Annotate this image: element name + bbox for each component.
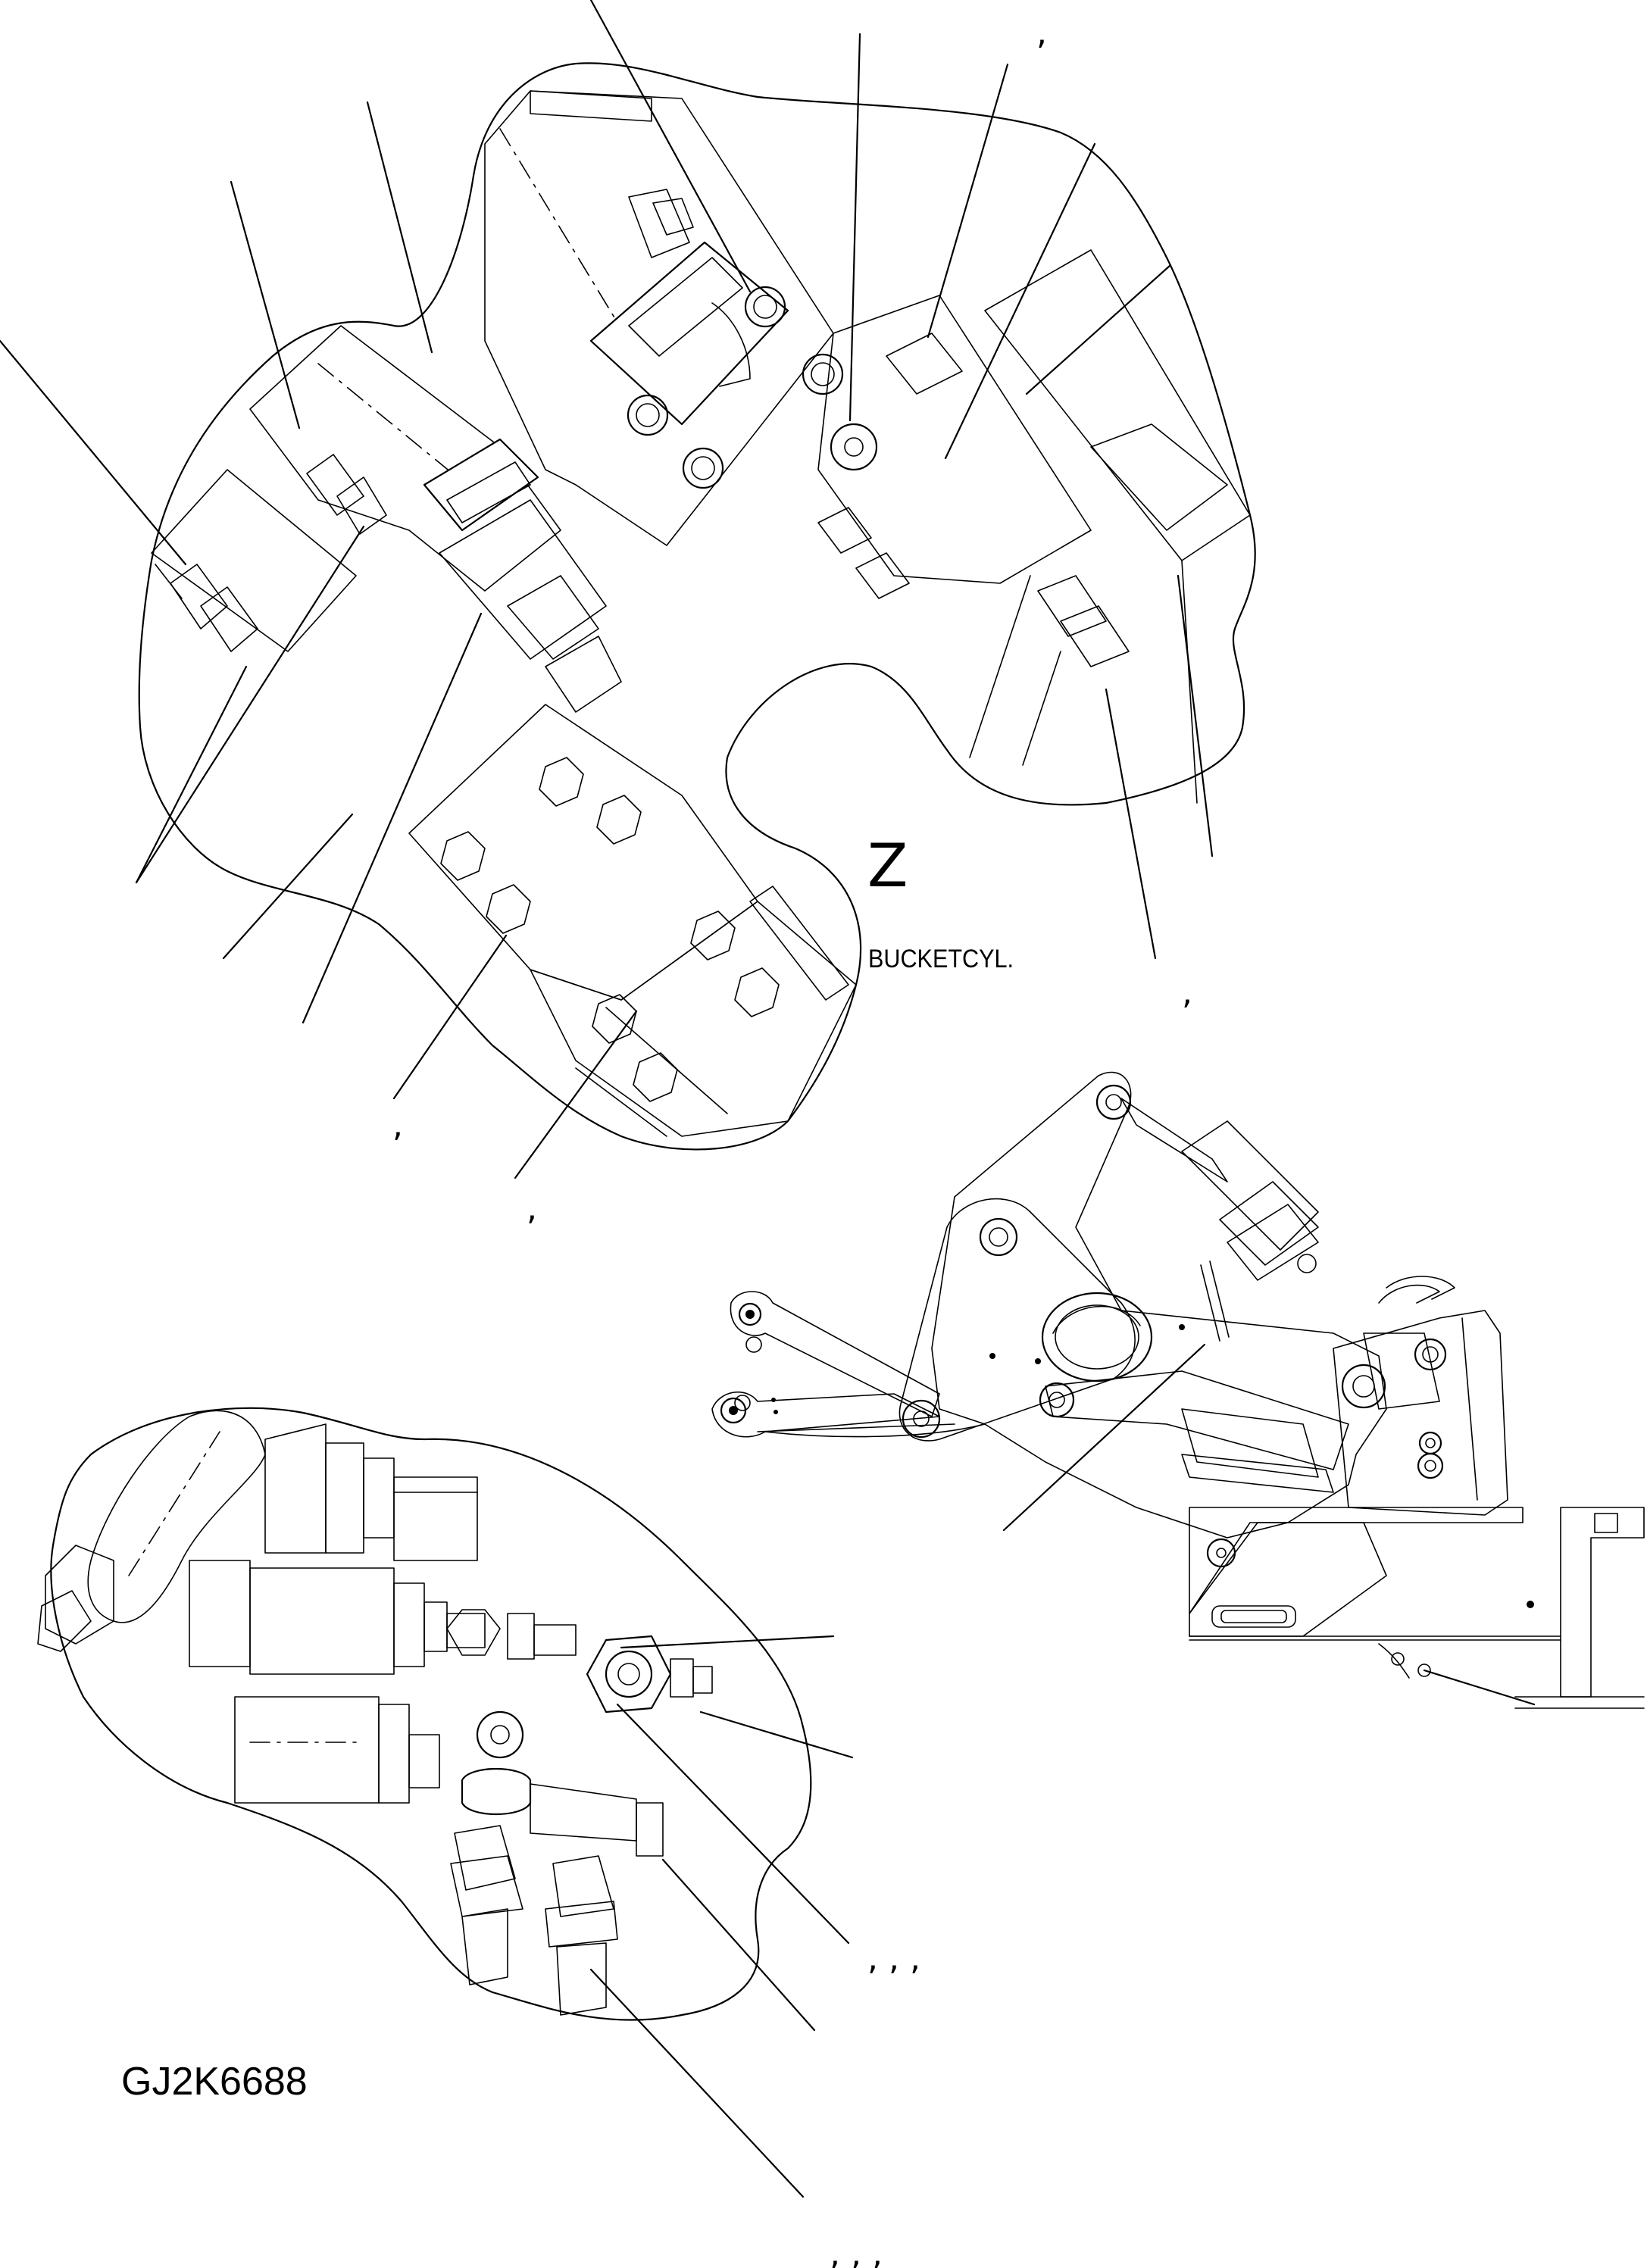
callout-mark-left-2: ,: [527, 1189, 537, 1228]
callout-mark-left-1: ,: [392, 1106, 403, 1145]
callout-mark-lower-2: , , ,: [830, 2235, 883, 2268]
drawing-number: GJ2K6688: [121, 2060, 308, 2104]
cap-screw-group-upper: [627, 286, 878, 489]
leader-lines-upper: [0, 0, 1214, 1179]
callout-mark-mid-right: ,: [1182, 973, 1192, 1012]
detail-hose-outline: [50, 1407, 812, 2021]
view-caption: BUCKETCYL.: [868, 945, 1014, 973]
callout-mark-top-right: ,: [1036, 14, 1047, 52]
hex-plug-group: [440, 757, 780, 1102]
hose-fitting-detail: , , , , , ,: [37, 1407, 920, 2268]
loader-arm-overview: [711, 1071, 1645, 1709]
leader-lines-lower: [589, 1635, 854, 2198]
valve-block-detail: Z BUCKETCYL. , , , ,: [0, 0, 1256, 1228]
view-z-label: Z BUCKETCYL.: [867, 833, 1014, 973]
view-letter: Z: [867, 833, 908, 901]
detail-z-outline: [138, 62, 1256, 1151]
callout-mark-lower-1: , , ,: [867, 1939, 920, 1978]
